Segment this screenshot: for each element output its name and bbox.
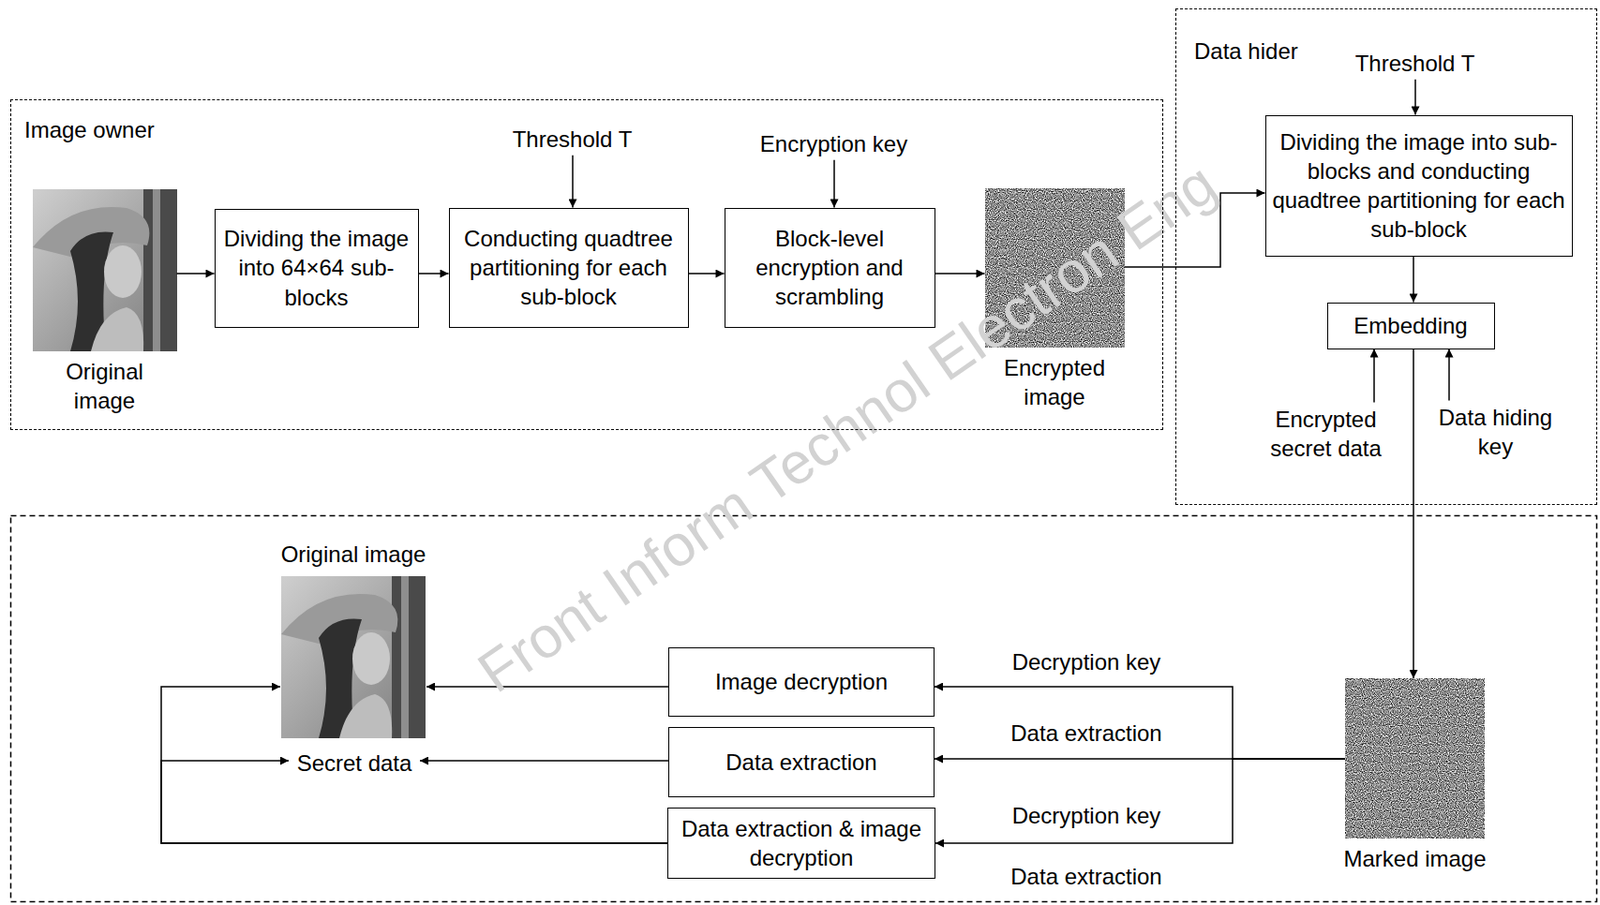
input-label: Encrypted secret data <box>1256 403 1397 465</box>
image-thumbnail: Original image <box>32 189 178 352</box>
image-thumbnail: Encrypted image <box>985 188 1125 348</box>
process-box: Dividing the image into 64×64 sub-blocks <box>214 209 419 329</box>
process-box: Data extraction & image decryption <box>667 807 936 880</box>
input-text: Encryption key <box>740 129 928 159</box>
box-text: Data extraction & image decryption <box>673 814 929 873</box>
process-box: Embedding <box>1327 302 1496 350</box>
output-text: Secret data <box>288 748 420 778</box>
image-caption: Original image <box>259 539 448 569</box>
connector-arrow <box>1412 256 1415 303</box>
image-thumbnail: Original image <box>280 576 427 739</box>
image-caption: Marked image <box>1321 844 1510 874</box>
process-box: Conducting quadtree partitioning for eac… <box>448 208 689 329</box>
box-text: Embedding <box>1353 311 1467 341</box>
region-heading: Image owner <box>24 115 155 145</box>
edge-label: Decryption key <box>1009 647 1165 677</box>
process-box: Image decryption <box>668 647 935 718</box>
input-text: Threshold T <box>1340 48 1491 78</box>
input-label: Threshold T <box>1340 46 1491 80</box>
receiver-region <box>11 516 1598 903</box>
input-label: Encryption key <box>740 127 928 161</box>
box-text: Image decryption <box>715 667 888 697</box>
connector-arrow <box>1414 79 1417 116</box>
connector-arrow <box>1448 349 1451 402</box>
region-heading: Data hider <box>1194 36 1299 66</box>
connector-arrow <box>161 761 668 844</box>
connector-arrow <box>161 687 668 844</box>
connector-arrow <box>419 760 669 763</box>
marked-image-picture <box>1345 678 1485 839</box>
box-text: Conducting quadtree partitioning for eac… <box>455 224 683 313</box>
channel-label: Data extraction <box>1007 862 1165 892</box>
connector-arrow <box>418 272 449 275</box>
connector-arrow <box>935 759 1346 844</box>
recovered-image-picture <box>281 576 426 739</box>
process-box: Block-level encryption and scrambling <box>724 208 936 329</box>
input-label: Threshold T <box>497 122 648 156</box>
input-text: Data hiding key <box>1435 403 1557 462</box>
group-region: Data hider Threshold T Dividing the image … <box>1175 8 1598 506</box>
connector-arrow <box>934 687 1346 760</box>
input-text: Threshold T <box>497 124 648 154</box>
box-text: Dividing the image into sub-blocks and c… <box>1271 127 1567 245</box>
image-caption: Original image <box>44 357 166 416</box>
process-box: Data extraction <box>668 727 935 798</box>
connector-arrow <box>571 155 574 209</box>
edge-label: Decryption key <box>1009 801 1165 831</box>
connector-arrow <box>1373 349 1376 404</box>
connector-arrow <box>833 160 836 209</box>
input-label: Data hiding key <box>1435 401 1557 464</box>
connector-arrow <box>177 272 215 275</box>
group-region: Image ownerOriginal image Dividing the im… <box>10 99 1164 431</box>
edge-label: Data extraction <box>1007 718 1165 748</box>
connector-arrow <box>935 272 986 275</box>
output-label: Secret data <box>288 747 420 780</box>
image-thumbnail: Marked image <box>1345 678 1485 839</box>
process-box: Dividing the image into sub-blocks and c… <box>1265 115 1573 257</box>
connector-arrow <box>688 272 725 275</box>
image-caption: Encrypted image <box>993 353 1116 412</box>
connector-arrow <box>426 686 669 688</box>
input-text: Encrypted secret data <box>1256 404 1397 464</box>
box-text: Block-level encryption and scrambling <box>731 224 929 313</box>
connector-arrow <box>1412 349 1415 680</box>
box-text: Data extraction <box>725 747 877 778</box>
box-text: Dividing the image into 64×64 sub-blocks <box>221 224 413 313</box>
original-image-picture <box>32 189 178 352</box>
